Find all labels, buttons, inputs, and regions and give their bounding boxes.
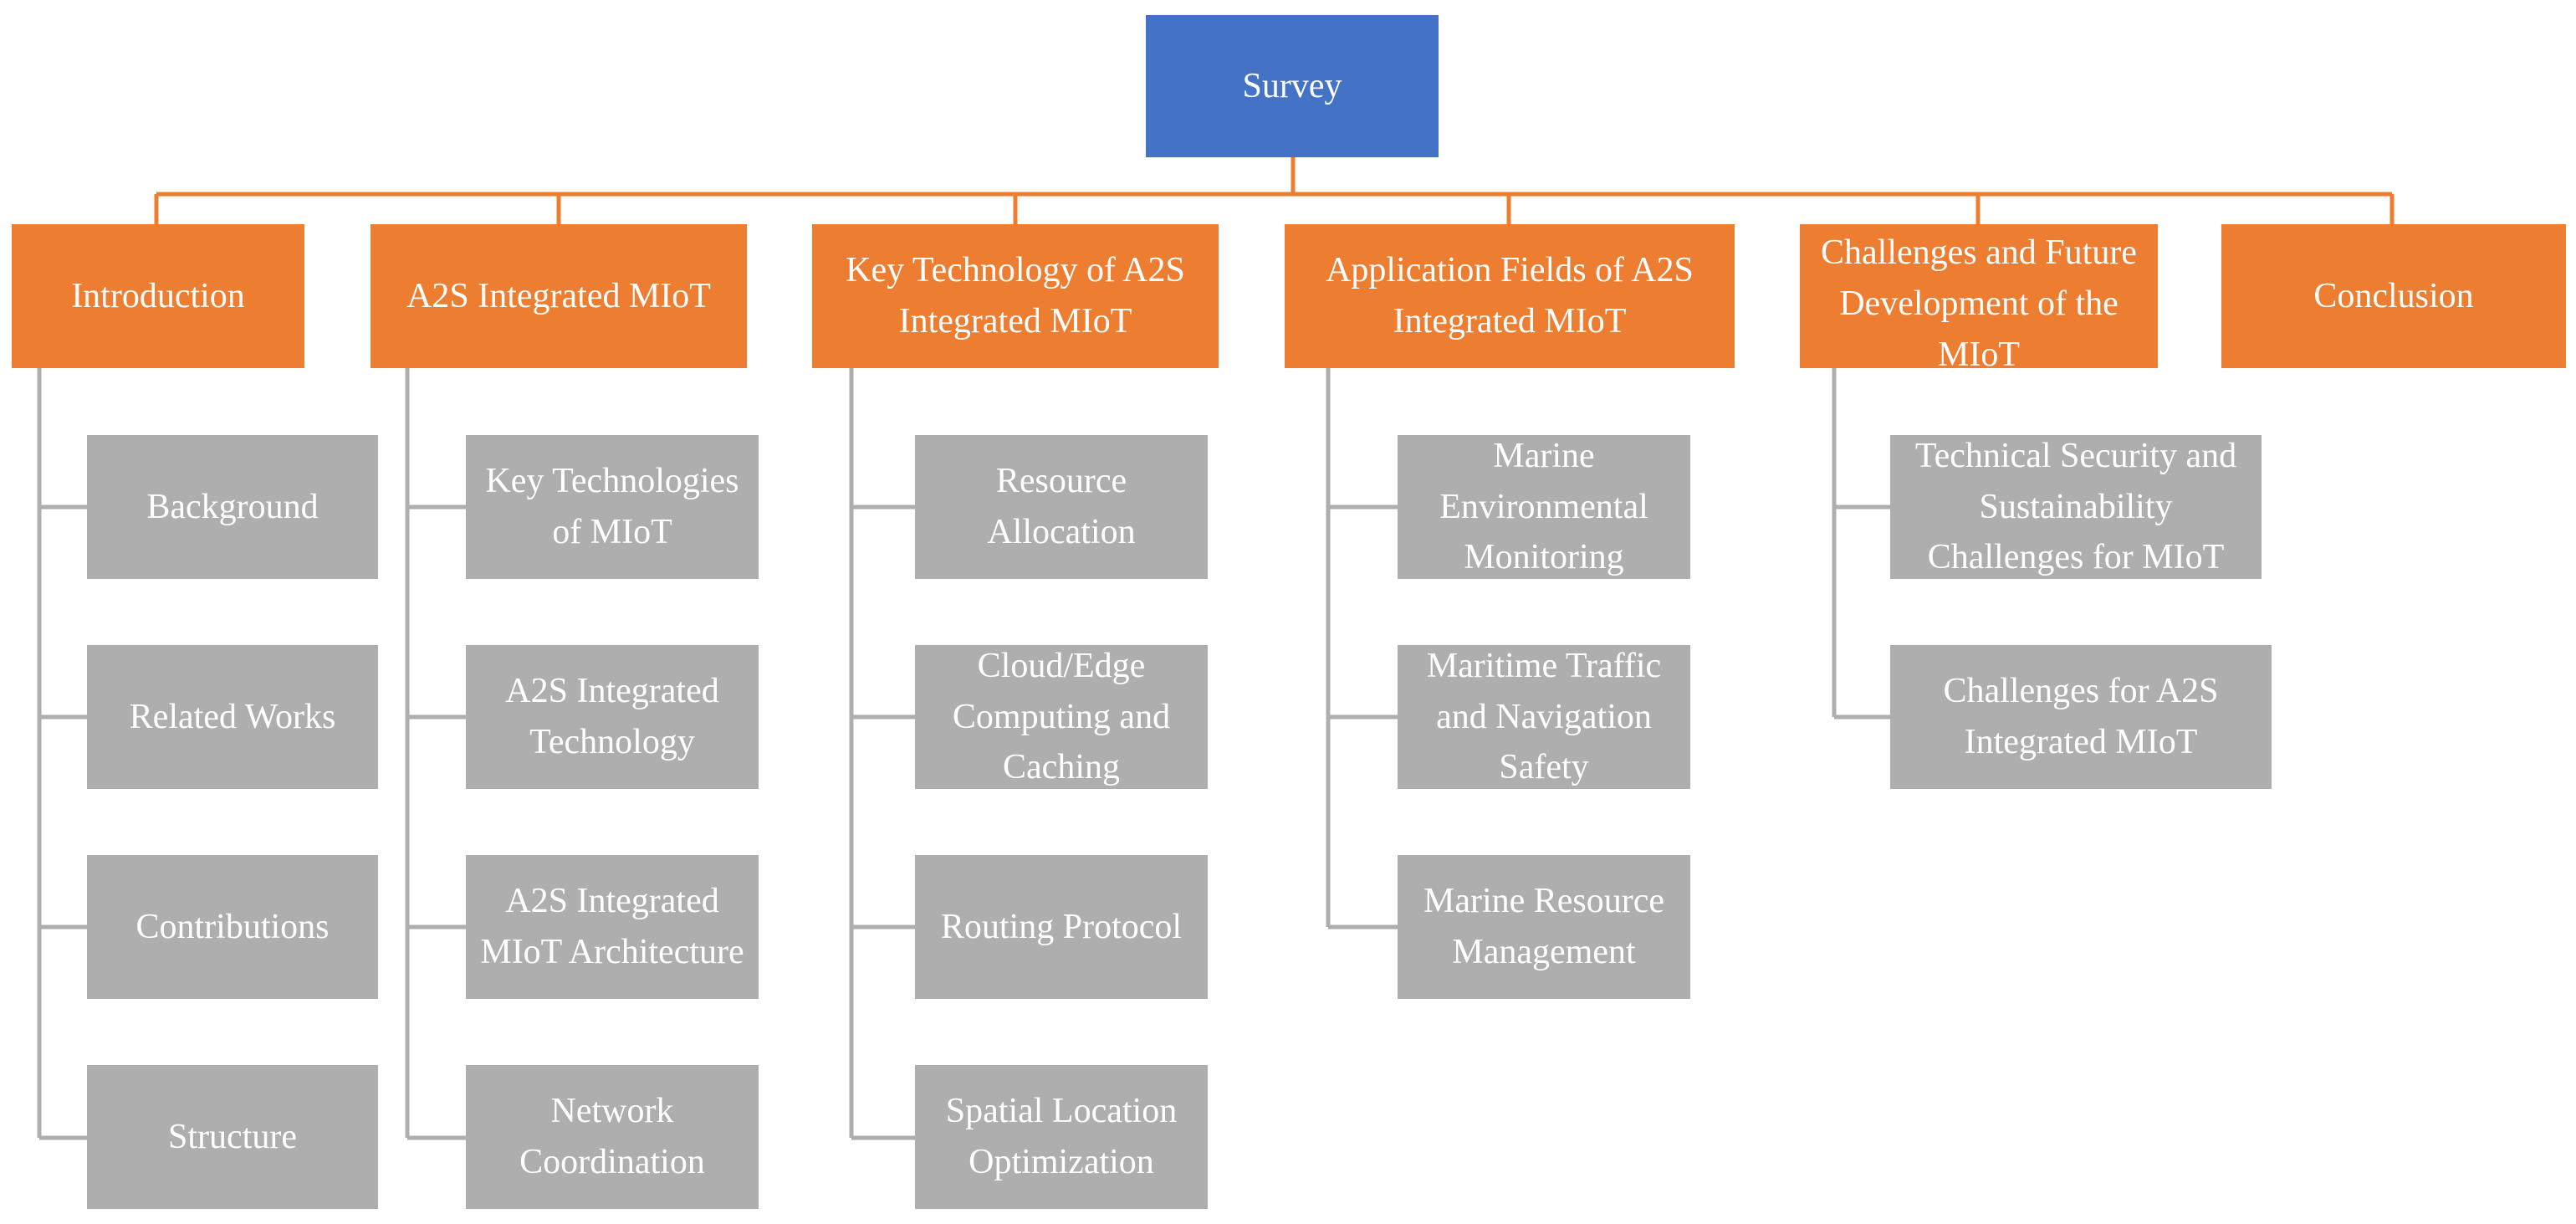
subsection-label: Key Technologies of MIoT bbox=[485, 462, 739, 551]
section-label: Introduction bbox=[71, 276, 245, 315]
subsection-label: Cloud/Edge Computing and Caching bbox=[952, 646, 1171, 787]
subsection-cloud-edge-computing-and-caching: Cloud/Edge Computing and Caching bbox=[915, 645, 1208, 789]
subsection-label: Maritime Traffic and Navigation Safety bbox=[1426, 646, 1662, 787]
subsection-structure: Structure bbox=[87, 1065, 378, 1209]
subsection-label: Contributions bbox=[135, 907, 330, 946]
subsection-label: Marine Resource Management bbox=[1423, 882, 1665, 971]
section-a2s-integrated-miot: A2S Integrated MIoT bbox=[371, 224, 747, 368]
subsection-label: Routing Protocol bbox=[940, 907, 1183, 946]
section-challenges: Challenges and Future Development of the… bbox=[1800, 224, 2158, 368]
section-conclusion: Conclusion bbox=[2221, 224, 2566, 368]
subsection-spatial-location-optimization: Spatial Location Optimization bbox=[915, 1065, 1208, 1209]
section-key-technology: Key Technology of A2S Integrated MIoT bbox=[812, 224, 1219, 368]
connectors-key-technology bbox=[849, 368, 915, 1140]
subsection-background: Background bbox=[87, 435, 378, 579]
subsection-resource-allocation: Resource Allocation bbox=[915, 435, 1208, 579]
subsection-a2s-integrated-miot-architecture: A2S Integrated MIoT Architecture bbox=[466, 855, 759, 999]
root-label: Survey bbox=[1242, 66, 1342, 105]
subsection-label: A2S Integrated MIoT Architecture bbox=[480, 882, 744, 971]
subsection-label: Technical Security and Sustainability Ch… bbox=[1914, 436, 2237, 577]
section-introduction: Introduction bbox=[12, 224, 304, 368]
subsection-label: Resource Allocation bbox=[987, 462, 1136, 551]
subsection-label: Related Works bbox=[129, 697, 336, 736]
section-label: Application Fields of A2S Integrated MIo… bbox=[1326, 251, 1694, 341]
subsection-label: Structure bbox=[168, 1117, 297, 1156]
subsection-marine-resource-management: Marine Resource Management bbox=[1398, 855, 1690, 999]
subsection-a2s-integrated-technology: A2S Integrated Technology bbox=[466, 645, 759, 789]
section-label: Challenges and Future Development of the… bbox=[1821, 233, 2137, 368]
subsection-key-technologies-of-miot: Key Technologies of MIoT bbox=[466, 435, 759, 579]
connectors-introduction bbox=[37, 368, 87, 1140]
section-application-fields: Application Fields of A2S Integrated MIo… bbox=[1285, 224, 1735, 368]
subsection-label: A2S Integrated Technology bbox=[505, 672, 719, 761]
subsection-routing-protocol: Routing Protocol bbox=[915, 855, 1208, 999]
subsection-label: Challenges for A2S Integrated MIoT bbox=[1943, 672, 2219, 761]
subsection-network-coordination: Network Coordination bbox=[466, 1065, 759, 1209]
subsection-label: Spatial Location Optimization bbox=[945, 1092, 1178, 1181]
connectors-a2s-integrated-miot bbox=[405, 368, 466, 1140]
subsection-related-works: Related Works bbox=[87, 645, 378, 789]
subsection-challenges-for-a2s-integrated-miot: Challenges for A2S Integrated MIoT bbox=[1890, 645, 2272, 789]
subsection-label: Marine Environmental Monitoring bbox=[1439, 436, 1648, 577]
subsection-label: Network Coordination bbox=[519, 1092, 705, 1181]
subsection-contributions: Contributions bbox=[87, 855, 378, 999]
section-label: A2S Integrated MIoT bbox=[406, 276, 711, 315]
subsection-maritime-traffic-and-navigation-safety: Maritime Traffic and Navigation Safety bbox=[1398, 645, 1690, 789]
subsection-label: Background bbox=[146, 487, 319, 526]
root-node-survey: Survey bbox=[1146, 15, 1439, 157]
subsection-technical-security-and-sustainability-challenges: Technical Security and Sustainability Ch… bbox=[1890, 435, 2262, 579]
section-label: Conclusion bbox=[2313, 276, 2474, 315]
subsection-marine-environmental-monitoring: Marine Environmental Monitoring bbox=[1398, 435, 1690, 579]
connectors-application-fields bbox=[1326, 368, 1398, 930]
connectors-challenges bbox=[1832, 368, 1890, 720]
section-label: Key Technology of A2S Integrated MIoT bbox=[846, 251, 1185, 341]
